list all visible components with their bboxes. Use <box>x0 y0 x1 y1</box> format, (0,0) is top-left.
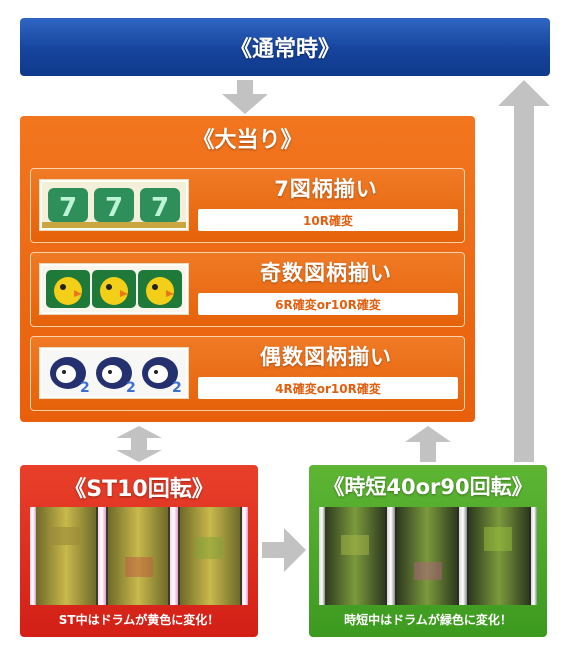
st-drum-reels <box>30 507 248 605</box>
svg-text:2: 2 <box>126 380 136 396</box>
arrow-up-icon <box>498 80 550 462</box>
combo-odd: 奇数図柄揃い 6R確変or10R確変 <box>30 252 465 327</box>
svg-text:2: 2 <box>172 380 182 396</box>
jackpot-panel: 《大当り》 7 7 7 7図柄揃い 10R確変 <box>20 116 475 422</box>
svg-text:7: 7 <box>151 193 169 223</box>
svg-text:7: 7 <box>105 193 123 223</box>
normal-state-banner: 《通常時》 <box>20 18 550 76</box>
arrow-down-icon <box>222 80 268 114</box>
jitan-drum-reels <box>319 507 537 605</box>
jitan-title: 《時短40or90回転》 <box>323 475 533 499</box>
chick-odd-reels-icon <box>39 263 189 315</box>
svg-text:2: 2 <box>80 380 90 396</box>
jitan-note: 時短中はドラムが緑色に変化！ <box>344 613 512 627</box>
combo-even-title: 偶数図柄揃い <box>260 345 392 369</box>
combo-even-result: 4R確変or10R確変 <box>198 377 458 399</box>
jitan-panel: 《時短40or90回転》 <box>309 465 547 637</box>
combo-odd-result: 6R確変or10R確変 <box>198 293 458 315</box>
st-title: 《ST10回転》 <box>64 477 214 502</box>
arrow-right-icon <box>262 528 306 572</box>
st-note: ST中はドラムが黄色に変化！ <box>58 613 220 627</box>
svg-text:7: 7 <box>59 193 77 223</box>
normal-state-label: 《通常時》 <box>229 37 340 62</box>
combo-odd-title: 奇数図柄揃い <box>260 261 392 285</box>
double-arrow-icon <box>116 426 162 462</box>
dragon-seven-reels-icon: 7 7 7 <box>39 179 189 231</box>
penguin-even-reels-icon: 2 2 2 <box>39 347 189 399</box>
combo-seven-result: 10R確変 <box>198 209 458 231</box>
arrow-up-to-jackpot-icon <box>405 426 451 462</box>
combo-even: 2 2 2 偶数図柄揃い 4R確変or10R確変 <box>30 336 465 411</box>
jackpot-title: 《大当り》 <box>192 128 303 153</box>
combo-seven: 7 7 7 7図柄揃い 10R確変 <box>30 168 465 243</box>
st-panel: 《ST10回転》 <box>20 465 258 637</box>
combo-seven-title: 7図柄揃い <box>274 177 378 201</box>
